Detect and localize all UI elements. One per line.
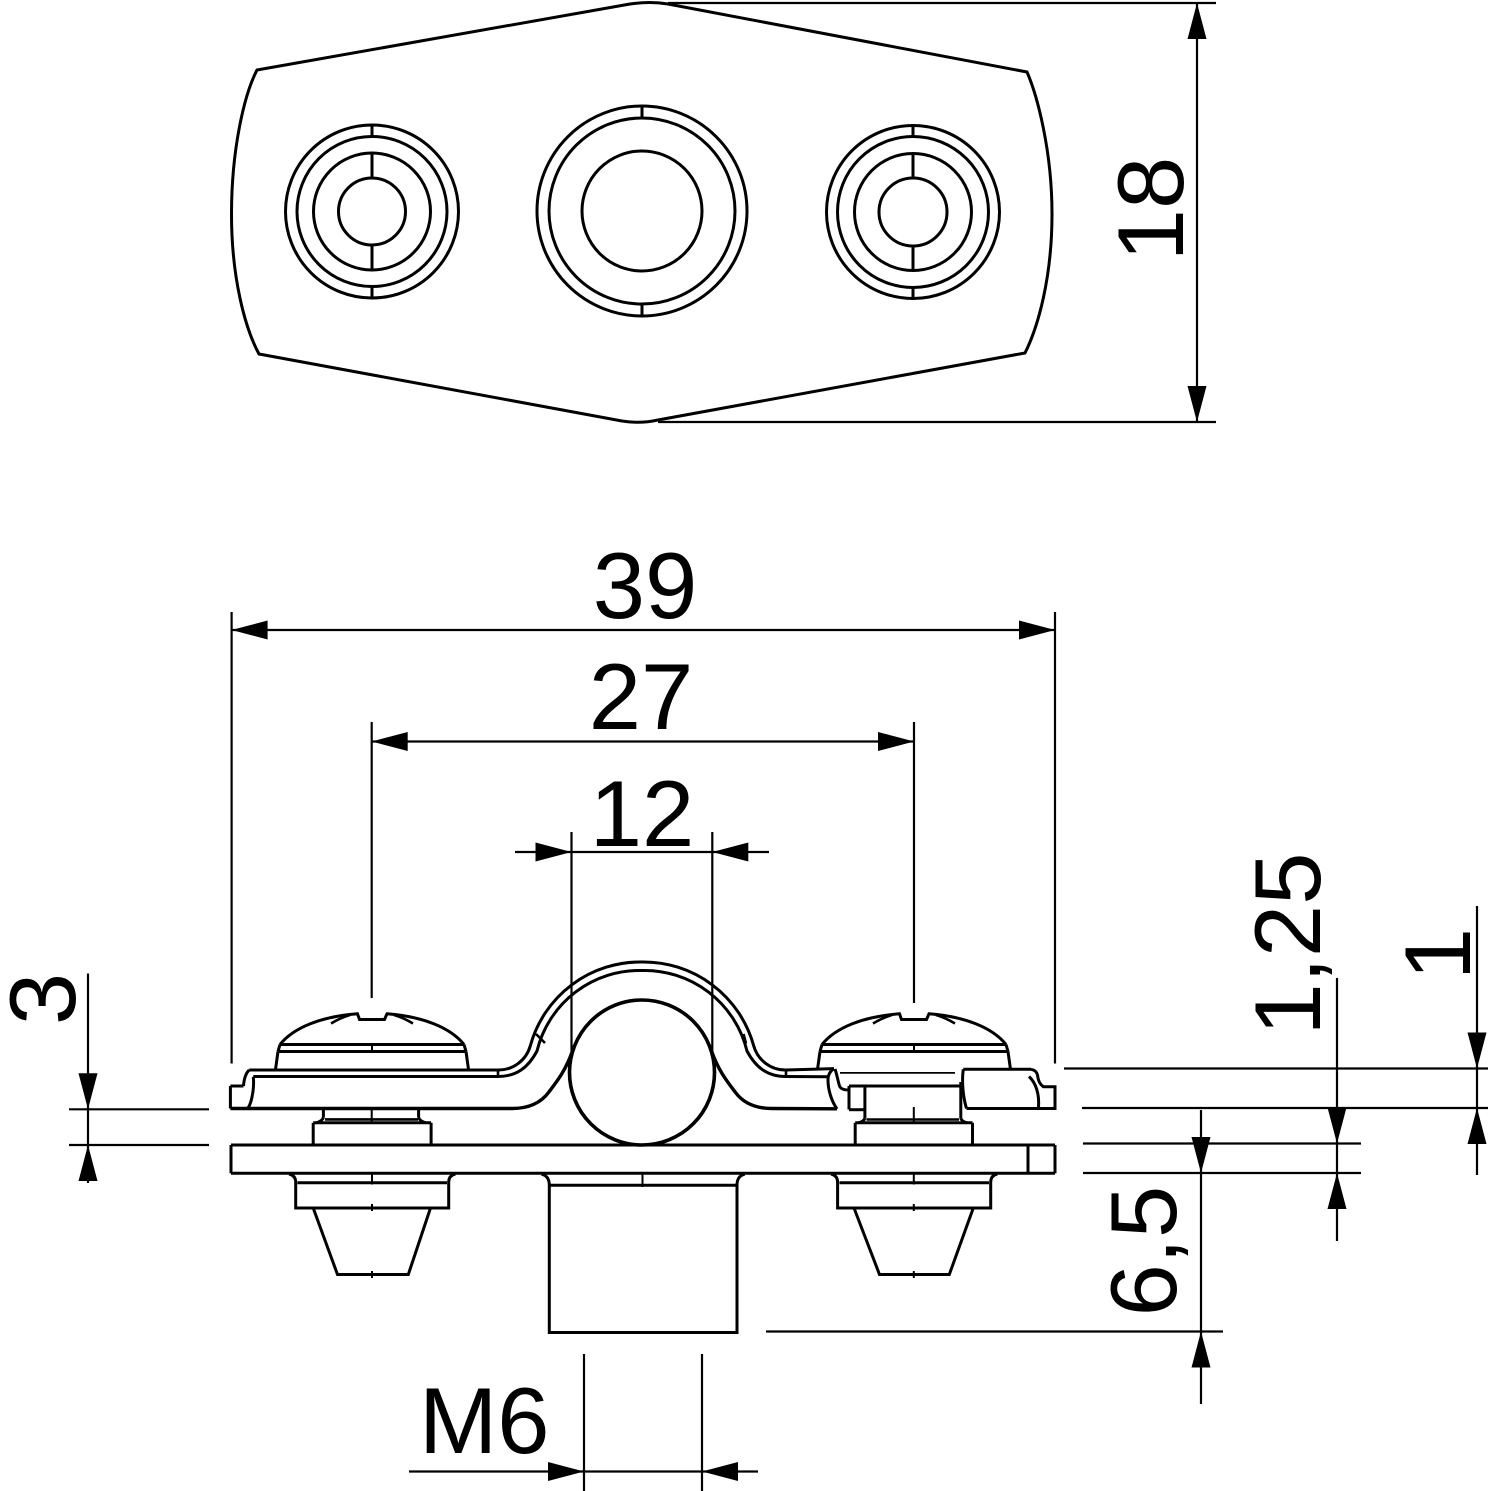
svg-text:6,5: 6,5 (1091, 1186, 1196, 1317)
svg-text:18: 18 (1098, 157, 1203, 262)
svg-text:12: 12 (590, 761, 695, 866)
svg-text:27: 27 (589, 644, 694, 749)
svg-text:1: 1 (1385, 928, 1490, 980)
svg-text:39: 39 (593, 533, 698, 638)
svg-text:M6: M6 (419, 1368, 550, 1473)
svg-text:1,25: 1,25 (1235, 853, 1340, 1036)
svg-text:3: 3 (0, 973, 95, 1025)
